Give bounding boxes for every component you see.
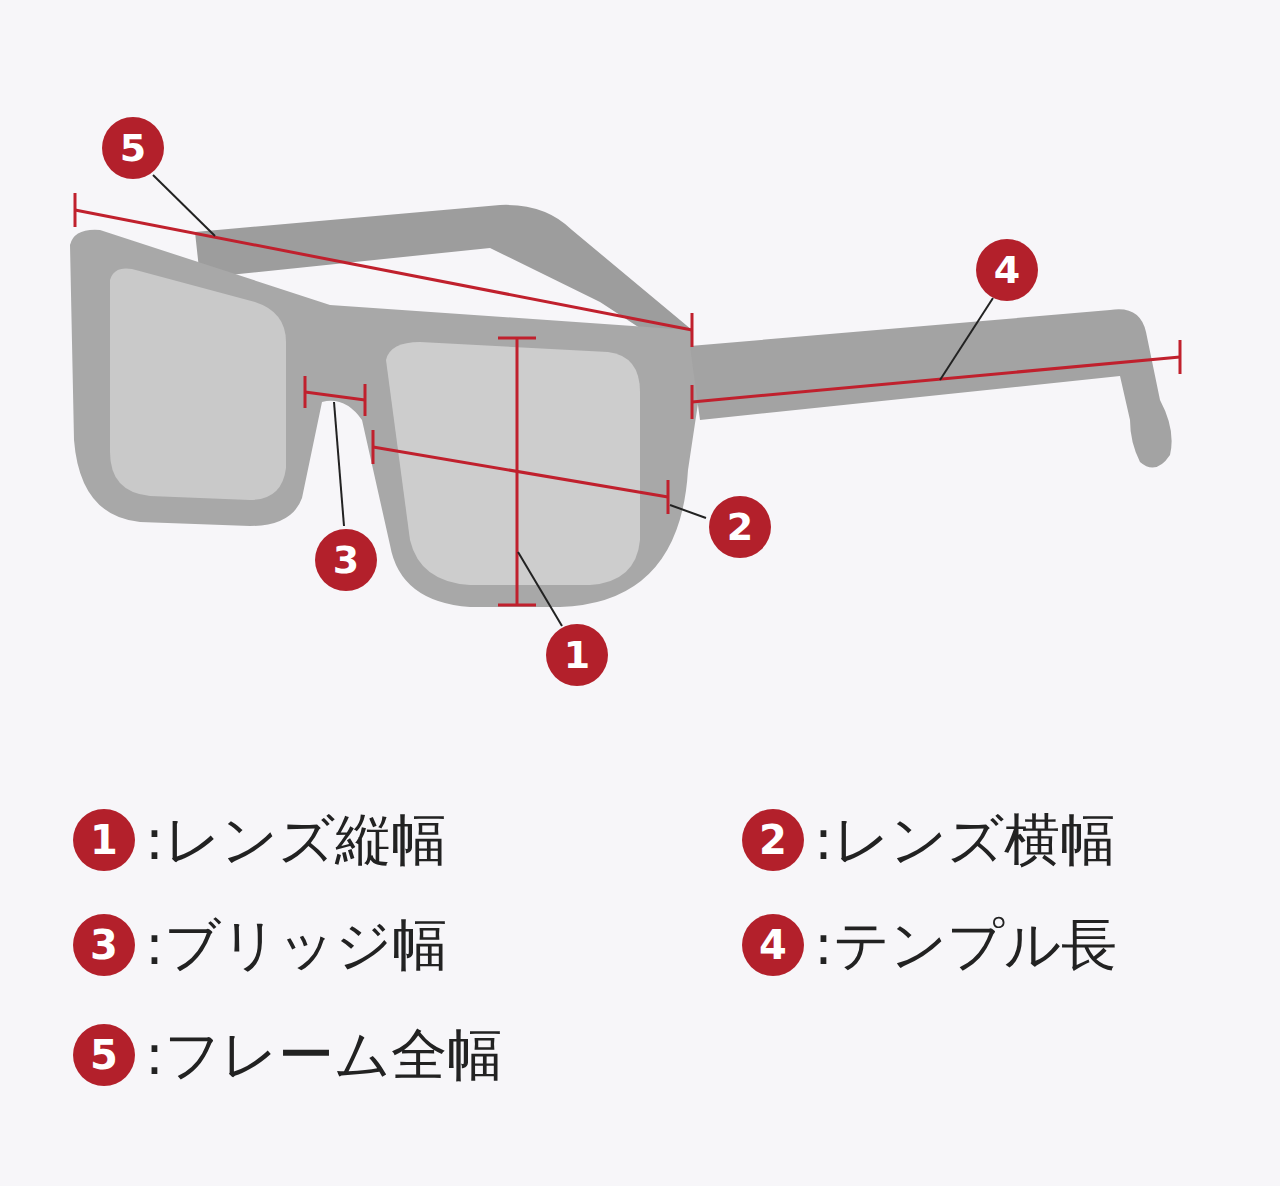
callout-number: 2	[742, 809, 804, 871]
callout-number: 4	[742, 914, 804, 976]
dimension-name: :レンズ縦幅	[145, 812, 447, 868]
dimension-name: :テンプル長	[814, 917, 1117, 973]
callout-number: 2	[709, 496, 771, 558]
callout-number: 4	[976, 239, 1038, 301]
callout-number: 1	[73, 809, 135, 871]
left-lens	[110, 268, 286, 500]
callout-number: 5	[73, 1024, 135, 1086]
right-lens	[386, 342, 640, 585]
callout-number: 3	[73, 914, 135, 976]
leader-lines	[153, 175, 993, 626]
dimension-name: :ブリッジ幅	[145, 917, 448, 973]
callout-number: 5	[102, 117, 164, 179]
dimension-name: :レンズ横幅	[814, 812, 1116, 868]
dimension-lines	[75, 193, 1180, 605]
dimension-name: :フレーム全幅	[145, 1027, 503, 1083]
callout-number: 1	[546, 624, 608, 686]
near-temple	[690, 309, 1172, 467]
callout-number: 3	[315, 529, 377, 591]
front-frame	[70, 230, 700, 607]
